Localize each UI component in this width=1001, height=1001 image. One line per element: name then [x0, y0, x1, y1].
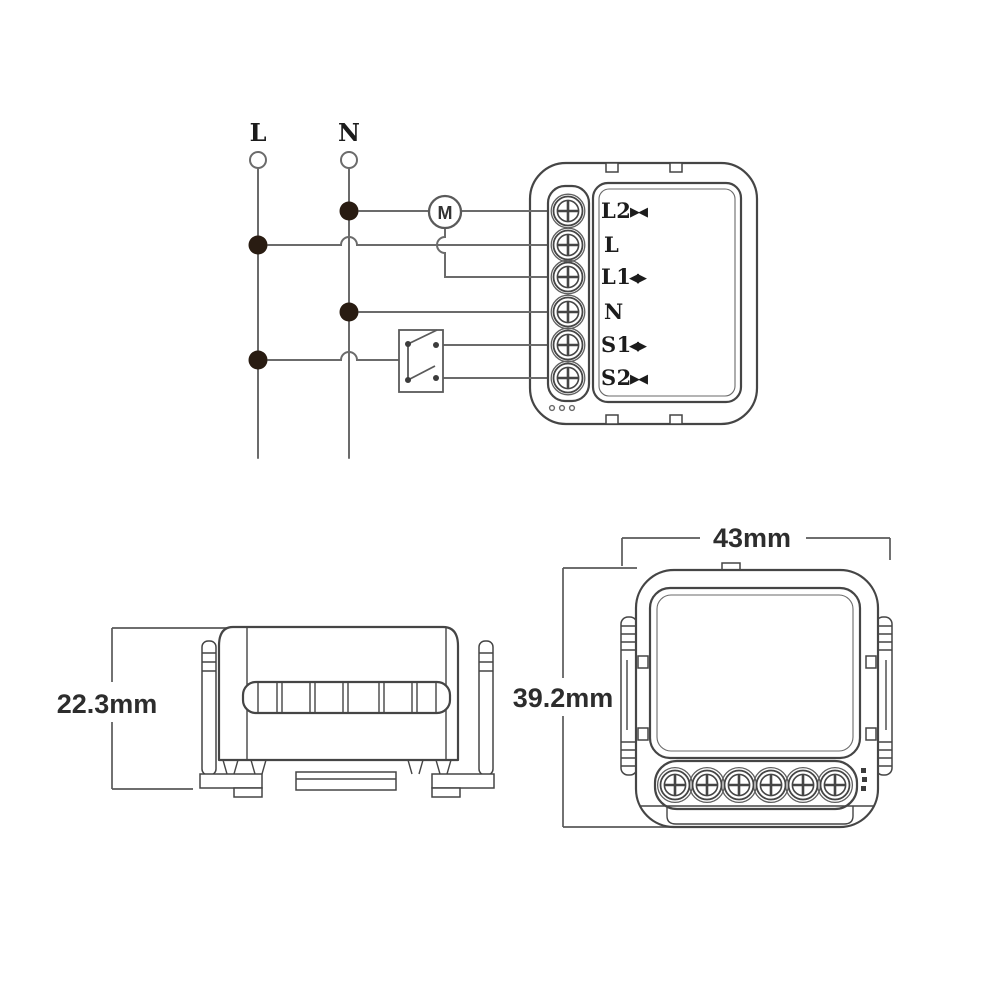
close-arrows-icon: ▶◀	[630, 205, 648, 220]
terminal-screw	[552, 195, 584, 227]
terminal-screw	[552, 362, 584, 394]
side-mounting-ears	[201, 640, 494, 776]
switch-lever	[407, 365, 436, 381]
side-terminal-bar	[241, 680, 452, 715]
indicator-dot	[861, 768, 866, 773]
terminal-label-S1: S1	[601, 332, 632, 357]
front-height-dimension: 39.2mm	[513, 567, 705, 828]
terminal-screw	[552, 261, 584, 293]
terminal-label-L1: L1	[601, 264, 631, 289]
live-label: L	[250, 118, 267, 147]
indicator-dot	[861, 786, 866, 791]
front-bottom-lip	[640, 805, 874, 825]
indicator-dot	[862, 777, 867, 782]
terminal-screw	[723, 769, 755, 801]
junction-dot	[339, 201, 359, 221]
side-base	[199, 759, 495, 798]
module-bottom-tab	[669, 414, 683, 425]
close-arrows-icon: ▶◀	[630, 372, 648, 387]
terminal-screw	[659, 769, 691, 801]
indicator-dot	[548, 404, 556, 412]
junction-dot	[248, 350, 268, 370]
front-width-label: 43mm	[713, 523, 791, 553]
wire-live-to-L	[267, 236, 549, 246]
module-bottom-tab	[605, 414, 619, 425]
module-top-tab	[669, 162, 683, 173]
wire-motor-to-L1	[436, 227, 549, 278]
switch-lever	[407, 329, 438, 345]
front-width-dimension: 43mm	[621, 523, 891, 566]
clip-anchor-tabs	[637, 655, 877, 741]
neutral-terminal-circle	[340, 151, 358, 169]
terminal-label-L: L	[604, 232, 619, 257]
terminal-screw	[755, 769, 787, 801]
terminal-label-S2: S2	[601, 365, 632, 390]
terminal-screw	[552, 329, 584, 361]
terminal-screw	[787, 769, 819, 801]
neutral-label: N	[338, 118, 360, 147]
front-height-label: 39.2mm	[513, 683, 614, 713]
front-terminal-strip	[653, 759, 867, 811]
junction-dot	[248, 235, 268, 255]
wire-live-to-switch	[267, 351, 409, 361]
terminal-screw	[691, 769, 723, 801]
terminal-screw	[819, 769, 851, 801]
terminal-label-N: N	[604, 299, 624, 324]
side-height-label: 22.3mm	[57, 689, 158, 719]
live-terminal-circle	[249, 151, 267, 169]
open-arrows-icon: ◀▶	[629, 271, 647, 286]
terminal-label-L2: L2	[601, 198, 631, 223]
indicator-dot	[568, 404, 576, 412]
motor-symbol: M	[427, 194, 463, 230]
switch-symbol	[398, 329, 444, 393]
wiring-diagram: L N M	[248, 118, 759, 459]
front-view: 43mm 39.2mm	[513, 523, 893, 829]
front-face-panel	[648, 586, 862, 760]
front-side-clips	[620, 616, 893, 776]
indicator-dot	[558, 404, 566, 412]
module-top-tab	[605, 162, 619, 173]
junction-dot	[339, 302, 359, 322]
open-arrows-icon: ◀▶	[629, 339, 647, 354]
side-view: 22.3mm	[57, 625, 495, 798]
module-label-panel: L2 ▶◀ L L1 ◀▶ N S1 ◀▶ S2 ▶◀	[591, 181, 743, 404]
motor-label: M	[438, 203, 453, 223]
terminal-screw	[552, 296, 584, 328]
side-height-dimension: 22.3mm	[57, 627, 233, 790]
terminal-screw	[552, 229, 584, 261]
module-terminal-strip	[546, 184, 591, 412]
